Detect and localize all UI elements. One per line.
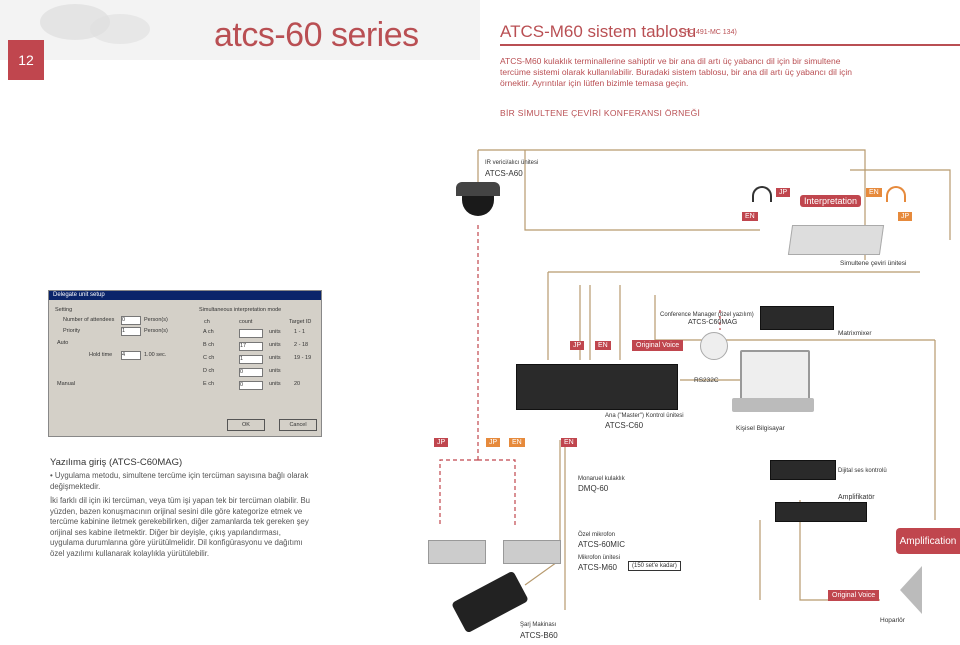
interp-headphone-left-icon: [752, 186, 772, 202]
flower-decoration-2: [90, 14, 150, 44]
channel-row: E ch 0 units 20: [203, 381, 301, 390]
charger-model: ATCS-B60: [520, 631, 558, 640]
original-jp-tag: JP: [570, 341, 585, 350]
charger-label: Şarj Makinası: [520, 622, 557, 628]
master-control-unit: [516, 364, 678, 410]
mono-label: Monaruel kulaklık: [578, 476, 625, 482]
col-ch: ch: [204, 319, 210, 325]
setting-label: Setting: [55, 307, 73, 313]
mic-label: Özel mikrofon: [578, 532, 616, 538]
priority-label: Priority: [63, 328, 81, 334]
mic-model: ATCS-60MIC: [578, 540, 625, 549]
micunit-label: Mikrofon ünitesi: [578, 555, 621, 561]
sim-mode-checkbox[interactable]: Simultaneous interpretation mode: [199, 307, 282, 313]
amplifier-unit: [775, 502, 867, 522]
channel-row: D ch 0 units: [203, 368, 281, 377]
amplification-label: Amplification: [896, 528, 960, 554]
micunit-note: (150 set'e kadar): [628, 561, 681, 571]
delegate-en-tag: EN: [509, 438, 525, 447]
software-bullet: • Uygulama metodu, simultene tercüme içi…: [50, 471, 309, 491]
auto-radio[interactable]: Auto: [57, 340, 69, 346]
original-en-tag: EN: [595, 341, 611, 350]
digital-control-unit: [770, 460, 836, 480]
ir-model: ATCS-A60: [485, 169, 523, 178]
ir-emitter: [456, 182, 500, 216]
speaker-label: Hoparlör: [880, 617, 905, 624]
original-voice-label: Original Voice: [632, 340, 684, 351]
page-number: 12: [8, 40, 44, 80]
master-label: Ana ("Master") Kontrol ünitesi: [605, 413, 684, 419]
series-title: atcs-60 series: [214, 16, 419, 54]
channel-row: A ch units 1 - 1: [199, 329, 317, 342]
software-title: Yazılıma giriş (ATCS-C60MAG): [50, 457, 183, 468]
ok-button[interactable]: OK: [227, 419, 265, 431]
example-heading: BİR SİMULTENE ÇEVİRİ KONFERANSI ÖRNEĞİ: [500, 108, 701, 118]
interpretation-console: [787, 225, 885, 255]
header-rule: [500, 44, 960, 46]
interp-headphone-right-icon: [886, 186, 906, 202]
delegate-jp-tag-2: JP: [486, 438, 501, 447]
pc-label: Kişisel Bilgisayar: [736, 425, 785, 432]
matrixmixer-unit: [760, 306, 834, 330]
persons-label-2: Person(s): [144, 328, 168, 334]
channel-table: A ch units 1 - 1 B ch 17 units 2 - 18 C …: [199, 329, 317, 394]
manual-radio[interactable]: Manual: [57, 381, 76, 387]
mic-unit-1: [428, 540, 486, 564]
interp-jp-tag: JP: [776, 188, 791, 197]
attendees-label: Number of attendees: [63, 317, 115, 323]
priority-input[interactable]: 1: [121, 327, 141, 336]
hold-input[interactable]: 4: [121, 351, 141, 360]
col-target: Target ID: [289, 319, 312, 325]
wire-ir-interp: [478, 149, 866, 260]
channel-row: B ch 17 units 2 - 18: [203, 342, 309, 351]
cancel-button[interactable]: Cancel: [279, 419, 317, 431]
interpretation-label: Interpretation: [800, 195, 862, 207]
persons-label-1: Person(s): [144, 317, 168, 323]
channel-row: C ch 1 units 19 - 19: [203, 355, 312, 364]
interp-en-tag-2: EN: [742, 212, 758, 221]
micunit-model: ATCS-M60: [578, 563, 617, 572]
interp-en-tag: EN: [866, 188, 882, 197]
ir-label: IR verici/alıcı ünitesi: [485, 160, 539, 166]
matrixmixer-label: Matrixmixer: [838, 330, 872, 337]
page-title: ATCS-M60 sistem tablosu: [500, 22, 697, 41]
delegate-jp-tag: JP: [434, 438, 449, 447]
software-paragraph: İki farklı dil için iki tercüman, veya t…: [50, 496, 310, 558]
laptop-screen: [740, 350, 810, 400]
page-subtitle: ( PC 491-MC 134): [680, 29, 737, 36]
col-count: count: [239, 319, 253, 325]
rs232c-label: RS232C: [694, 377, 719, 384]
delegate-en-tag-2: EN: [561, 438, 577, 447]
attendees-input[interactable]: 0: [121, 316, 141, 325]
conf-manager-model: ATCS-C60MAG: [688, 319, 738, 326]
amplifier-label: Amplifikatör: [838, 494, 875, 501]
laptop-base: [732, 398, 814, 412]
sec-label: 1.00 sec.: [144, 352, 167, 358]
mono-model: DMQ-60: [578, 484, 609, 493]
master-model: ATCS-C60: [605, 421, 644, 430]
digital-ctrl-label: Dijital ses kontrolü: [838, 468, 887, 474]
mic-unit-2: [503, 540, 561, 564]
interp-unit-label: Simultene çeviri ünitesi: [840, 260, 907, 267]
delegate-setup-window: Delegate unit setup Setting Number of at…: [48, 290, 322, 437]
window-title: Delegate unit setup: [49, 291, 321, 300]
speaker-icon: [900, 566, 922, 614]
cd-disc-icon: [700, 332, 728, 360]
conf-manager-label: Conference Manager (özel yazılım): [660, 312, 754, 318]
intro-text: ATCS-M60 kulaklık terminallerine sahipti…: [500, 56, 852, 88]
hold-label: Hold time: [89, 352, 113, 358]
original-voice-label-2: Original Voice: [828, 590, 880, 601]
interp-jp-tag-2: JP: [898, 212, 913, 221]
